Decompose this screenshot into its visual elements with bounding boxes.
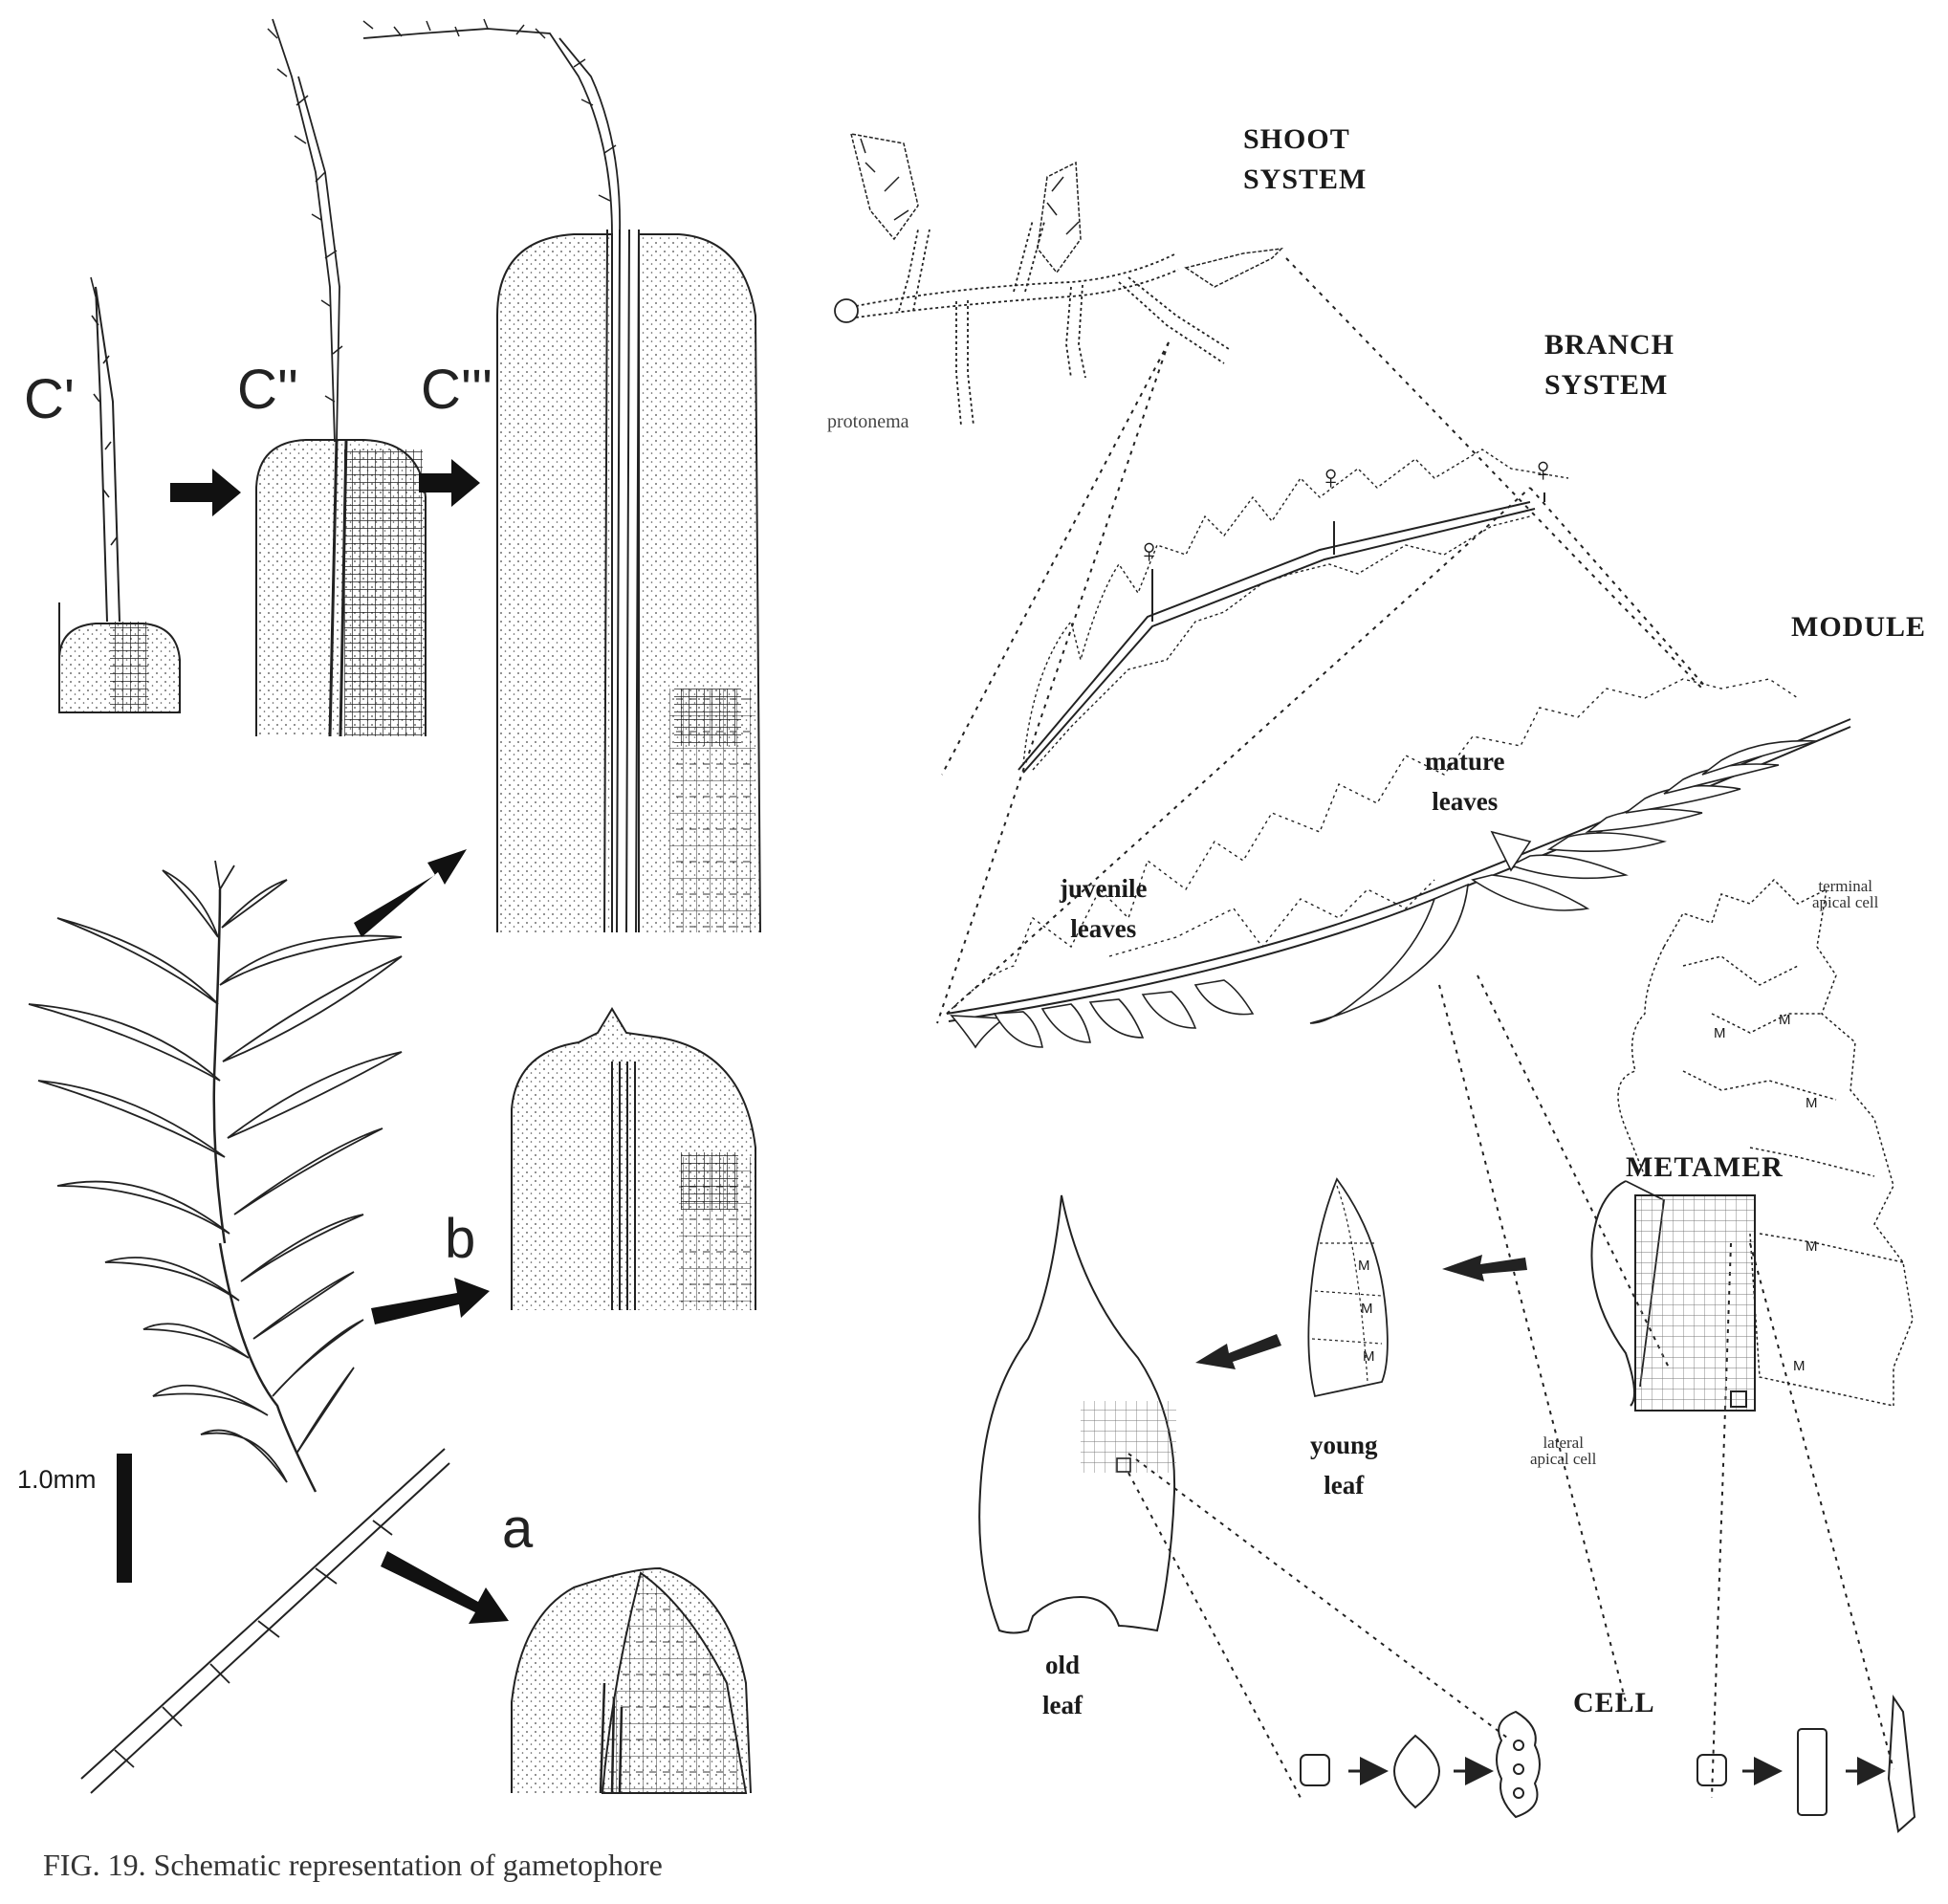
label-protonema: protonema — [827, 411, 909, 433]
label-mature-leaves-line2: leaves — [1425, 781, 1504, 821]
right-panel — [835, 134, 1915, 1831]
stage-a-drawing — [512, 1568, 751, 1793]
female-symbol-3: ♀ — [1530, 449, 1556, 490]
label-mature-leaves: mature leaves — [1425, 741, 1504, 821]
label-stage-c1: C' — [24, 367, 75, 431]
metamer-mark-5: M — [1793, 1358, 1806, 1374]
label-mature-leaves-line1: mature — [1425, 741, 1504, 781]
label-young-leaf-line2: leaf — [1310, 1465, 1378, 1505]
stage-c1-drawing — [59, 277, 180, 712]
label-stage-c3: C''' — [421, 358, 492, 422]
leafy-gametophore-drawing — [29, 861, 449, 1793]
label-terminal-apical-cell-line2: apical cell — [1812, 894, 1878, 910]
label-juvenile-leaves: juvenile leaves — [1060, 868, 1148, 949]
metamer-mark-2: M — [1779, 1012, 1791, 1028]
label-metamer: METAMER — [1626, 1148, 1784, 1188]
left-panel — [29, 19, 760, 1793]
metamer-mark-8: M — [1363, 1348, 1375, 1365]
label-terminal-apical-cell-line1: terminal — [1812, 878, 1878, 894]
metamer-box-drawing — [1591, 1181, 1755, 1411]
young-leaf-drawing — [1308, 1179, 1388, 1396]
label-shoot-system-line2: SYSTEM — [1243, 160, 1367, 200]
stage-b-drawing — [512, 1009, 755, 1310]
label-branch-system-line2: SYSTEM — [1544, 365, 1674, 405]
protonema-drawing — [835, 220, 1229, 426]
cell-sequence-left — [1301, 1712, 1540, 1817]
label-young-leaf-line1: young — [1310, 1425, 1378, 1465]
label-old-leaf-line1: old — [1042, 1645, 1083, 1685]
label-terminal-apical-cell: terminal apical cell — [1812, 878, 1878, 910]
branch-system-drawing — [1018, 449, 1568, 773]
figure-caption: FIG. 19. Schematic representation of gam… — [43, 1848, 663, 1883]
metamer-mark-4: M — [1806, 1238, 1818, 1255]
female-symbol-2: ♀ — [1318, 457, 1344, 497]
metamer-mark-6: M — [1358, 1258, 1370, 1274]
label-stage-c2: C'' — [237, 358, 298, 422]
female-symbol-1: ♀ — [1136, 531, 1162, 571]
scale-bar-label: 1.0mm — [17, 1465, 97, 1495]
label-old-leaf-line2: leaf — [1042, 1685, 1083, 1725]
metamer-mark-3: M — [1806, 1095, 1818, 1111]
scale-bar — [117, 1454, 132, 1583]
label-juvenile-leaves-line2: leaves — [1060, 908, 1148, 949]
label-old-leaf: old leaf — [1042, 1645, 1083, 1725]
label-module: MODULE — [1791, 607, 1926, 647]
old-leaf-drawing — [979, 1195, 1176, 1633]
label-juvenile-leaves-line1: juvenile — [1060, 868, 1148, 908]
label-lateral-apical-cell: lateral apical cell — [1530, 1434, 1596, 1467]
label-cell: CELL — [1573, 1683, 1655, 1723]
metamer-mark-7: M — [1361, 1301, 1373, 1317]
label-shoot-system-line1: SHOOT — [1243, 120, 1367, 160]
label-stage-b: b — [445, 1207, 475, 1271]
cell-sequence-right — [1697, 1697, 1915, 1831]
metamer-mark-1: M — [1714, 1025, 1726, 1041]
shoot-buds-drawing — [851, 134, 1281, 287]
label-lateral-apical-cell-line2: apical cell — [1530, 1451, 1596, 1467]
label-lateral-apical-cell-line1: lateral — [1530, 1434, 1596, 1451]
label-branch-system-line1: BRANCH — [1544, 325, 1674, 365]
label-branch-system: BRANCH SYSTEM — [1544, 325, 1674, 405]
label-young-leaf: young leaf — [1310, 1425, 1378, 1505]
label-stage-a: a — [502, 1497, 533, 1561]
label-shoot-system: SHOOT SYSTEM — [1243, 120, 1367, 200]
module-drawing — [947, 679, 1850, 1047]
